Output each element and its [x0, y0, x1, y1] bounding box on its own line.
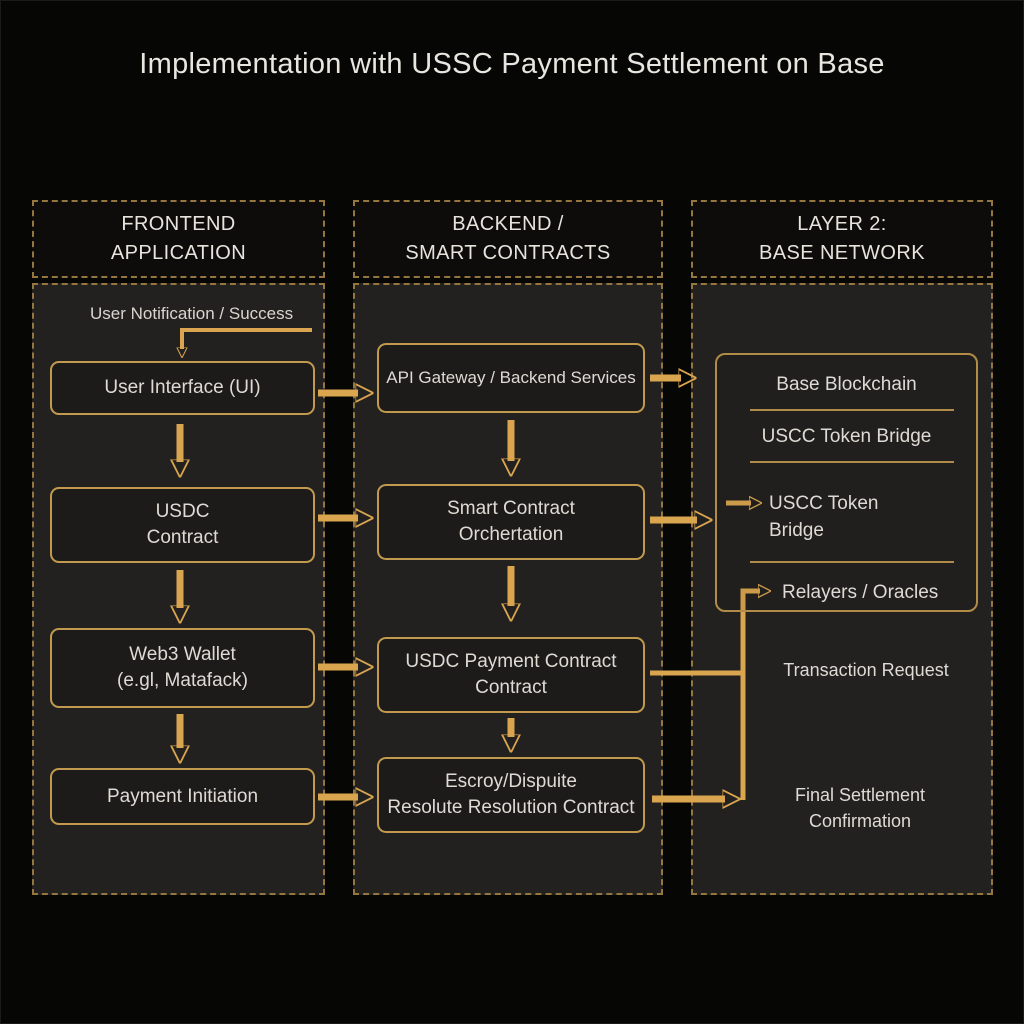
column-header-frontend: FRONTEND APPLICATION [32, 200, 325, 278]
panel-row-uscc-token-bridge: USCC Token Bridge [761, 426, 932, 447]
diagram-title: Implementation with USSC Payment Settlem… [139, 48, 885, 80]
box-usdc-payment-contract: USDC Payment Contract Contract [377, 637, 645, 713]
panel-base-network: Base Blockchain USCC Token Bridge USCC T… [715, 353, 978, 612]
box-escrow-dispute-resolution: Escroy/Dispuite Resolute Resolution Cont… [377, 757, 645, 833]
column-header-backend: BACKEND / SMART CONTRACTS [353, 200, 663, 278]
label-user-notification: User Notification / Success [90, 304, 294, 323]
column-header-layer2: LAYER 2: BASE NETWORK [691, 200, 993, 278]
box-web3-wallet: Web3 Wallet (e.gl, Matafack) [50, 628, 315, 708]
panel-divider [750, 409, 954, 411]
box-api-gateway: API Gateway / Backend Services [377, 343, 645, 413]
label-transaction-request: Transaction Request [783, 660, 949, 680]
box-smart-contract-orchestration: Smart Contract Orchertation [377, 484, 645, 560]
box-usdc-contract: USDC Contract [50, 487, 315, 563]
panel-row-base-blockchain: Base Blockchain [776, 374, 917, 395]
box-payment-initiation: Payment Initiation [50, 768, 315, 825]
panel-row-relayers-oracles: Relayers / Oracles [782, 582, 939, 603]
panel-divider [750, 461, 954, 463]
label-final-settlement: Final Settlement Confirmation [794, 785, 926, 831]
panel-divider [750, 561, 954, 563]
box-user-interface: User Interface (UI) [50, 361, 315, 415]
panel-row-uscc-token-bridge-2: USCC Token Bridge [769, 493, 879, 541]
